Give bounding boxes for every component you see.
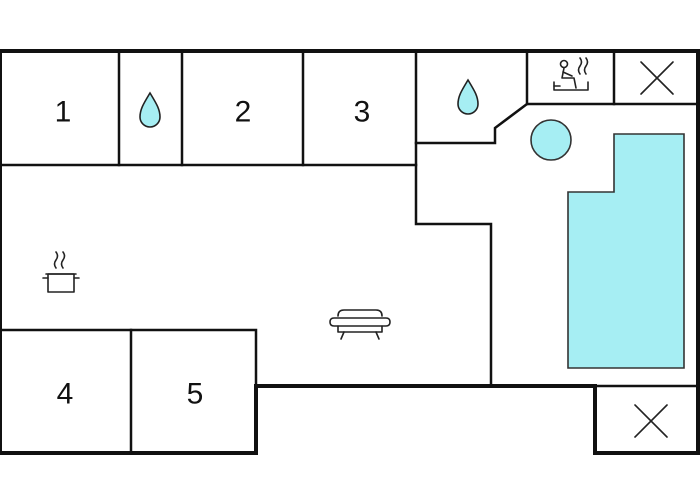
pool-icon (567, 133, 685, 369)
room-2-label: 2 (235, 96, 252, 129)
room-4-label: 4 (57, 378, 74, 411)
cross-icon (640, 61, 674, 95)
wall-lower-rooms-top (0, 328, 258, 388)
sofa-icon (329, 309, 391, 340)
hot-tub-icon (530, 119, 572, 161)
room-5-label: 5 (187, 378, 204, 411)
room-1-label: 1 (55, 96, 72, 129)
sauna-icon (553, 57, 589, 91)
water-drop-icon (139, 91, 161, 128)
water-drop-icon (457, 78, 479, 115)
wall-bath2-diagonal (414, 102, 700, 145)
wall-corridor (414, 49, 493, 388)
cross-icon (634, 404, 668, 438)
room-3-label: 3 (354, 96, 371, 129)
cooking-pot-icon (42, 251, 80, 293)
